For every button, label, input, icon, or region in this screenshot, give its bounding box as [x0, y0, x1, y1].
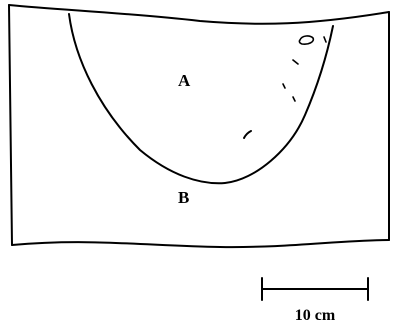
inclusion-mark: [292, 96, 296, 102]
label-a: A: [178, 71, 191, 90]
inclusion-mark: [298, 35, 315, 45]
pit-feature-outline: [68, 13, 334, 185]
inclusion-mark: [292, 59, 299, 65]
inclusion-mark: [243, 130, 252, 139]
section-bottom-edge: [11, 239, 390, 249]
inclusion-mark: [323, 36, 327, 43]
scale-bar-label: 10 cm: [295, 307, 336, 324]
section-left-edge: [8, 4, 13, 246]
section-top-edge: [8, 4, 390, 25]
label-b: B: [178, 188, 189, 207]
inclusion-mark: [282, 83, 286, 89]
